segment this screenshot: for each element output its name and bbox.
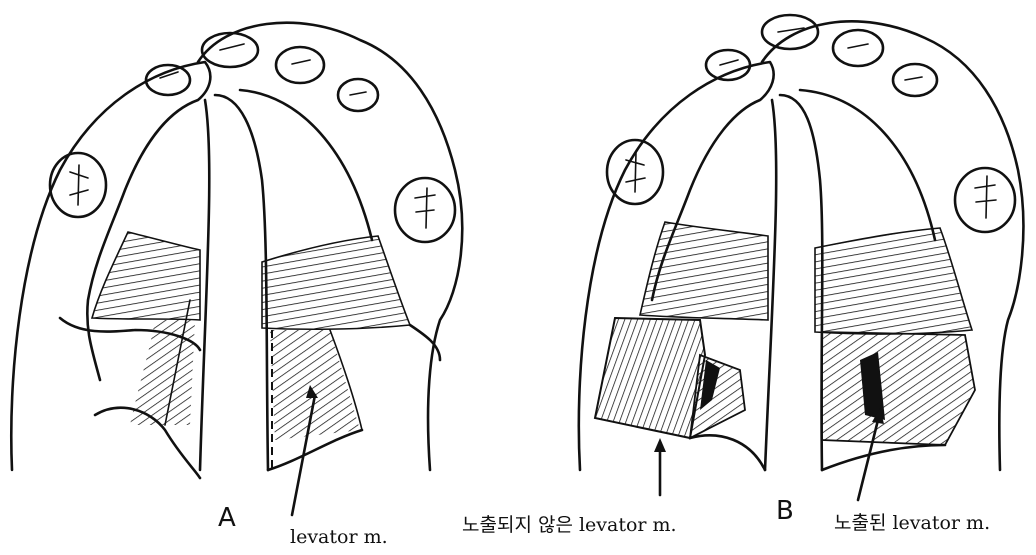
panel-a-letter: A xyxy=(218,505,236,531)
panel-a-levator-label: levator m. xyxy=(290,528,388,547)
molar-tooth-icon xyxy=(955,168,1015,232)
panel-b-unexposed-levator-label: 노출되지 않은 levator m. xyxy=(462,516,677,535)
incisor-tooth-icon xyxy=(706,50,750,80)
incisor-tooth-icon xyxy=(146,65,190,95)
panel-a-drawing xyxy=(11,23,462,515)
molar-tooth-icon xyxy=(395,178,455,242)
panel-b-drawing xyxy=(579,15,1024,500)
panel-b-letter: B xyxy=(776,498,794,524)
panel-b-exposed-levator-label: 노출된 levator m. xyxy=(834,514,990,533)
